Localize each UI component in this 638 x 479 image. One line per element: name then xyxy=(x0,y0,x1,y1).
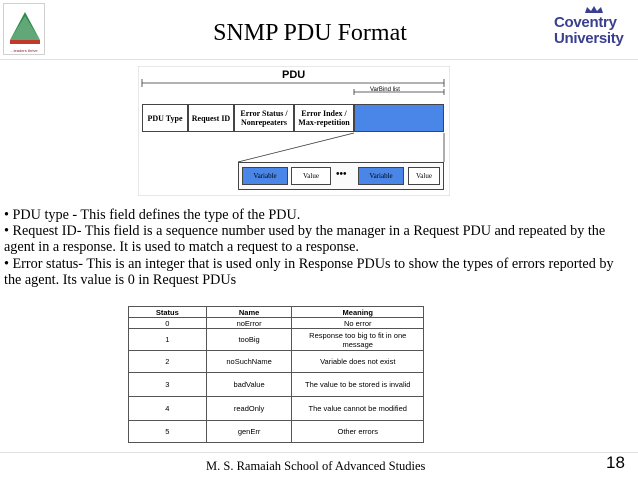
cell-name: noError xyxy=(205,317,293,329)
cell-status: 0 xyxy=(128,317,207,329)
varbind-ellipsis: ••• xyxy=(336,169,347,180)
cell-meaning: Other errors xyxy=(291,420,424,443)
field-request-id: Request ID xyxy=(188,104,234,132)
slide-title: SNMP PDU Format xyxy=(213,20,407,46)
logo-line-2: University xyxy=(554,30,624,47)
table-row: 2 noSuchName Variable does not exist xyxy=(128,350,424,373)
logo-line-1: Coventry xyxy=(554,14,617,31)
varbind-variable-1: Variable xyxy=(242,167,288,185)
cell-status: 2 xyxy=(128,350,207,373)
logo-tagline: ...leaders thrive xyxy=(10,48,38,53)
table-header-row: Status Name Meaning xyxy=(128,306,424,318)
table-row: 5 genErr Other errors xyxy=(128,420,424,443)
top-divider xyxy=(0,59,638,60)
varbind-list-label: VarBind list xyxy=(370,87,400,93)
table-row: 0 noError No error xyxy=(128,317,424,329)
bullet-error-status: • Error status- This is an integer that … xyxy=(4,255,614,288)
pdu-label: PDU xyxy=(282,69,306,81)
error-status-table: Status Name Meaning 0 noError No error 1… xyxy=(128,306,424,443)
cell-name: tooBig xyxy=(205,328,293,351)
bullet-list: • PDU type - This field defines the type… xyxy=(4,207,634,288)
cell-meaning: The value to be stored is invalid xyxy=(291,372,424,397)
field-error-status: Error Status / Nonrepeaters xyxy=(234,104,294,132)
diagram-lines xyxy=(138,66,450,196)
bottom-divider xyxy=(0,452,638,453)
table-row: 1 tooBig Response too big to fit in one … xyxy=(128,328,424,351)
cell-status: 4 xyxy=(128,396,207,421)
pdu-format-diagram: PDU VarBind list PDU Type Request ID Err… xyxy=(138,66,450,196)
footer-text: M. S. Ramaiah School of Advanced Studies xyxy=(206,459,426,473)
cell-meaning: Response too big to fit in one message xyxy=(291,328,424,351)
varbind-value-2: Value xyxy=(408,167,440,185)
varbind-variable-2: Variable xyxy=(358,167,404,185)
logo-emblem-icon xyxy=(6,6,44,46)
cell-status: 3 xyxy=(128,372,207,397)
header-meaning: Meaning xyxy=(291,306,424,318)
varbind-value-1: Value xyxy=(291,167,331,185)
cell-status: 1 xyxy=(128,328,207,351)
field-varbind-list xyxy=(354,104,444,132)
table-row: 3 badValue The value to be stored is inv… xyxy=(128,372,424,397)
header-name: Name xyxy=(205,306,293,318)
crown-icon xyxy=(585,6,603,13)
field-pdu-type: PDU Type xyxy=(142,104,188,132)
cell-meaning: The value cannot be modified xyxy=(291,396,424,421)
cell-name: readOnly xyxy=(205,396,293,421)
coventry-university-logo: Coventry University xyxy=(554,6,634,50)
cell-status: 5 xyxy=(128,420,207,443)
header-status: Status xyxy=(128,306,207,318)
bullet-request-id: • Request ID- This field is a sequence n… xyxy=(4,223,606,256)
msrsas-logo: ...leaders thrive xyxy=(3,3,45,55)
bullet-pdu-type: • PDU type - This field defines the type… xyxy=(4,207,301,223)
cell-name: noSuchName xyxy=(205,350,293,373)
field-error-index: Error Index / Max-repetition xyxy=(294,104,354,132)
cell-meaning: No error xyxy=(291,317,424,329)
cell-name: genErr xyxy=(205,420,293,443)
cell-name: badValue xyxy=(205,372,293,397)
table-row: 4 readOnly The value cannot be modified xyxy=(128,396,424,421)
page-number: 18 xyxy=(606,453,625,472)
cell-meaning: Variable does not exist xyxy=(291,350,424,373)
